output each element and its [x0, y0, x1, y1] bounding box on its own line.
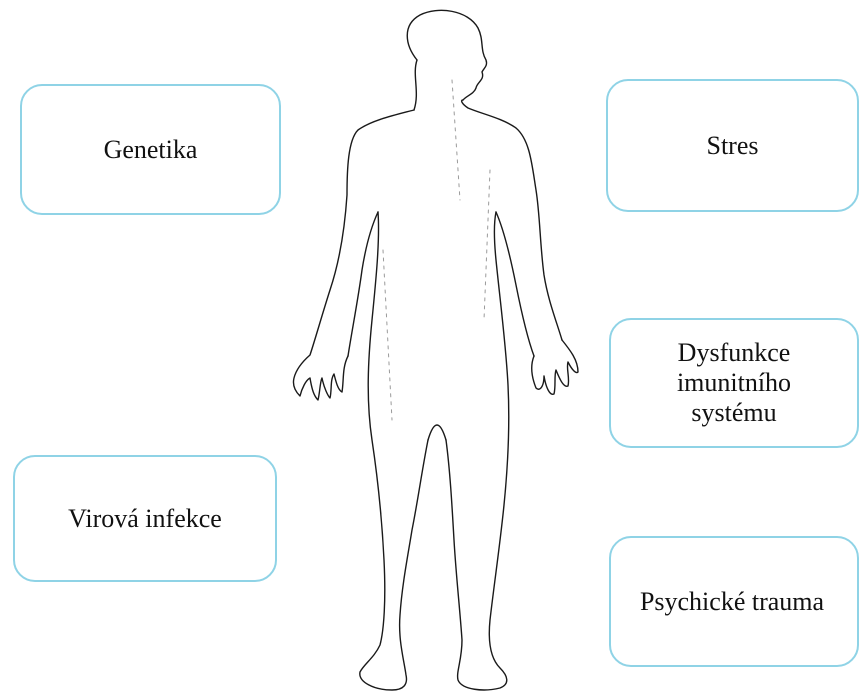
factor-label-genetika: Genetika [104, 135, 198, 165]
inner-arm-right [496, 212, 534, 356]
torso-right [446, 212, 509, 690]
factor-label-dysfunkce-line-3: systému [677, 398, 791, 428]
crotch [428, 425, 446, 440]
neck-left [414, 60, 417, 110]
torso-left [360, 212, 428, 690]
factor-label-psychicke-trauma: Psychické trauma [640, 587, 824, 617]
factor-label-virova-infekce: Virová infekce [68, 504, 222, 534]
factor-label-dysfunkce-line-2: imunitního [677, 368, 791, 398]
factor-label-dysfunkce-line-1: Dysfunkce [677, 338, 791, 368]
factor-box-virova-infekce: Virová infekce [13, 455, 277, 582]
head-outline [407, 10, 486, 100]
factor-box-dysfunkce-imunitniho-systemu: Dysfunkce imunitního systému [609, 318, 859, 448]
hand-right [532, 340, 578, 394]
shoulder-arm-right [462, 100, 562, 340]
factor-box-psychicke-trauma: Psychické trauma [609, 536, 859, 667]
factor-box-genetika: Genetika [20, 84, 281, 215]
shoulder-arm-left [293, 110, 414, 400]
factor-box-stres: Stres [606, 79, 859, 212]
factor-label-stres: Stres [707, 131, 759, 161]
inner-arm-left [348, 212, 378, 356]
